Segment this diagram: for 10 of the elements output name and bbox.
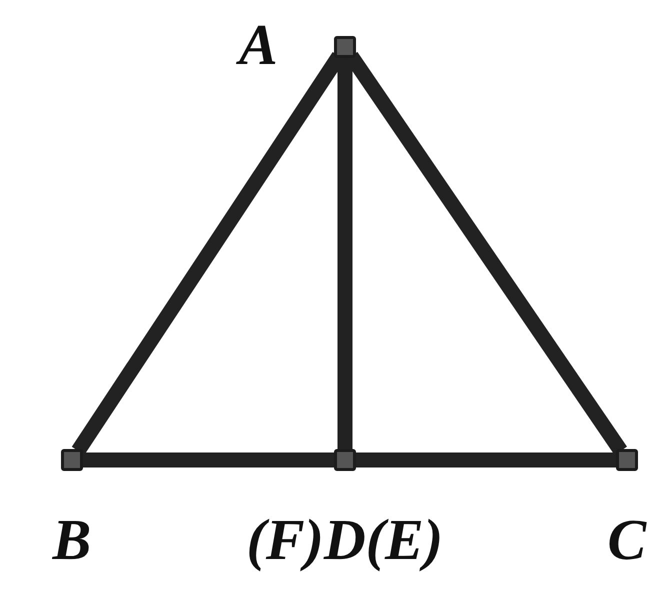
vertex-point	[616, 449, 638, 471]
vertex-point	[334, 449, 356, 471]
line-segment	[83, 452, 334, 468]
line-segment	[338, 58, 352, 449]
vertex-label: C	[608, 510, 646, 570]
vertex-point	[334, 36, 356, 58]
vertex-label: B	[52, 510, 92, 570]
vertex-point	[61, 449, 83, 471]
vertex-label: (F)D(E)	[246, 510, 444, 570]
line-segment	[356, 452, 616, 468]
